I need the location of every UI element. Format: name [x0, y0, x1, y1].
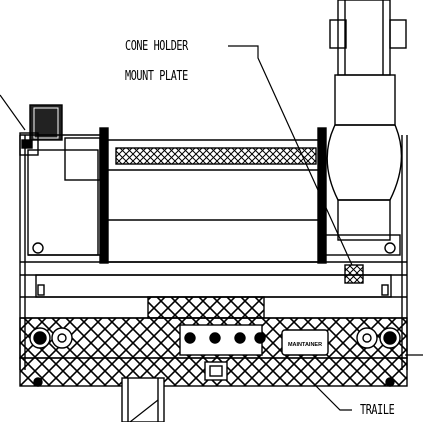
mast-column [324, 0, 407, 284]
cone-holder-label-line2: MOUNT PLATE [125, 69, 188, 84]
cone-holder-label-line1: CONE HOLDER [125, 39, 188, 54]
tail-lights [29, 327, 401, 349]
plate-text: MAINTAINER [288, 342, 322, 348]
left-hitch-assembly [0, 94, 63, 156]
callout-leaders [129, 45, 423, 423]
reel-drum [99, 127, 327, 264]
bumper-assembly [19, 317, 408, 387]
rear-hitch [33, 361, 395, 423]
trailer-label: TRAILE [360, 403, 395, 418]
license-plate [281, 329, 329, 356]
